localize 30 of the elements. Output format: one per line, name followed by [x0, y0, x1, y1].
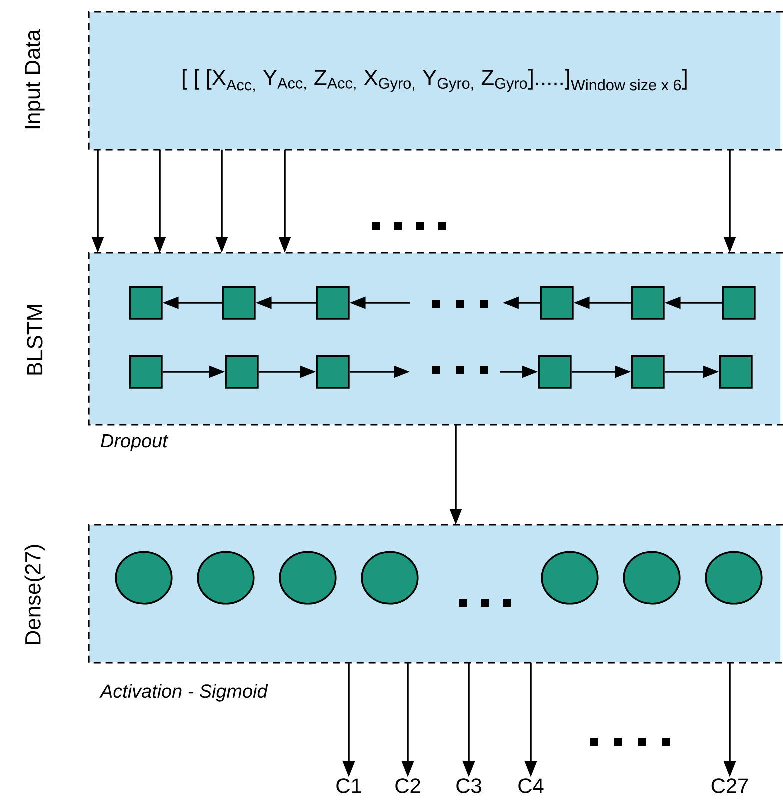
cell-square	[719, 355, 753, 389]
note-text: Dropout	[101, 434, 168, 452]
cell-square	[222, 286, 256, 320]
neuron-circle	[115, 551, 173, 605]
cell-square	[316, 286, 350, 320]
output-label: C2	[396, 778, 420, 794]
output-label: C3	[456, 778, 482, 794]
cell-square	[722, 286, 756, 320]
layer-band: $\text{[ [ [X}_{\text{Acc,}}\ \text{Y}_{\text{Acc,}}\ \text{Z}_{\text{Acc,}}\ \text{X}_{\text{Gyro,}}\ \text{Y}_{\text{Gyro,}}\ \text{Z}_{\text{Gyro}}\text{].....]}_{\text{Window size x 6}}\text{]}$	[88, 11, 783, 151]
cell-square	[316, 355, 350, 389]
output-label: C27	[712, 778, 748, 794]
neuron-circle	[705, 551, 763, 605]
cell-square	[129, 286, 163, 320]
output-label: C1	[336, 778, 362, 794]
neuron-circle	[361, 551, 419, 605]
cell-square	[225, 355, 259, 389]
neuron-circle	[623, 551, 681, 605]
cell-square	[631, 355, 665, 389]
cell-square	[631, 286, 665, 320]
layer-label: Dense(27)	[24, 545, 46, 644]
output-label: C4	[518, 778, 544, 794]
neuron-circle	[541, 551, 599, 605]
neuron-circle	[197, 551, 255, 605]
cell-square	[540, 286, 574, 320]
note-text: Activation - Sigmoid	[100, 684, 268, 702]
cell-square	[538, 355, 572, 389]
layer-label: BLSTM	[27, 305, 43, 375]
cell-square	[129, 355, 163, 389]
layer-label: Input Data	[25, 29, 45, 129]
neuron-circle	[279, 551, 337, 605]
